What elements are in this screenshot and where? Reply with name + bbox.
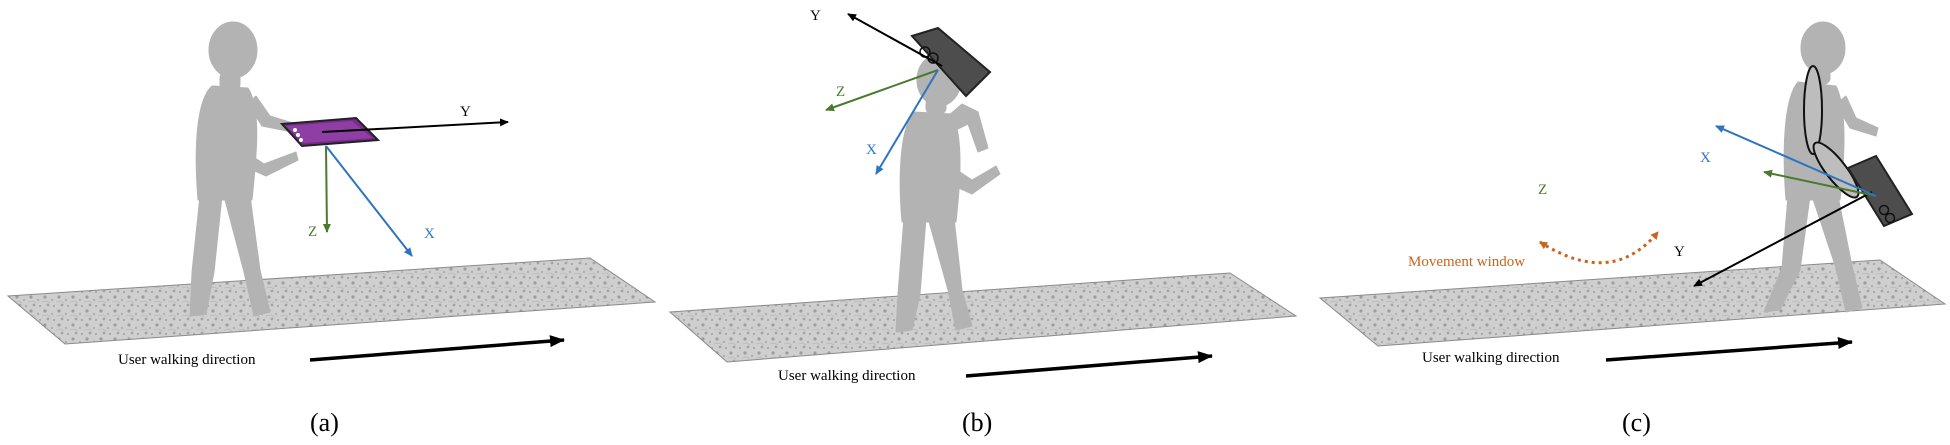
y-axis-arrow-b <box>847 13 943 67</box>
z-axis-arrow-a <box>322 145 331 233</box>
walking-figure-a <box>189 21 299 317</box>
phone-call-figure-b <box>895 53 1001 333</box>
floor-b <box>668 272 1298 363</box>
panel-a: Y Z X User walking direction (a) <box>6 21 657 437</box>
panel-c: Y Z X Movement window User walking direc… <box>1318 21 1947 437</box>
x-axis-label-b: X <box>866 142 877 158</box>
x-axis-arrow-a <box>325 145 413 257</box>
movement-window-arc <box>1539 231 1660 265</box>
walking-label-a: User walking direction <box>118 352 256 368</box>
y-axis-label-c: Y <box>1674 244 1685 260</box>
x-axis-label-c: X <box>1700 150 1711 166</box>
floor-a <box>6 257 657 345</box>
z-axis-label-b: Z <box>836 84 845 100</box>
z-axis-arrow-b <box>825 69 939 112</box>
x-axis-arrow-c <box>1715 125 1877 197</box>
x-axis-label-a: X <box>424 226 435 242</box>
y-axis-label-b: Y <box>810 8 821 24</box>
x-axis-arrow-b <box>875 69 939 175</box>
caption-b: (b) <box>962 408 992 437</box>
z-axis-label-a: Z <box>308 224 317 240</box>
z-axis-label-c: Z <box>1538 182 1547 198</box>
caption-c: (c) <box>1622 408 1651 437</box>
y-axis-arrow-c <box>1693 191 1873 287</box>
walking-label-c: User walking direction <box>1422 350 1560 366</box>
walking-label-b: User walking direction <box>778 368 916 384</box>
walking-direction-arrow-c <box>1605 337 1853 362</box>
y-axis-arrow-a <box>321 118 509 133</box>
phone-c <box>1846 154 1914 228</box>
movement-window-label: Movement window <box>1408 254 1525 270</box>
walking-direction-arrow-b <box>965 351 1213 378</box>
walking-direction-arrow-a <box>309 335 565 362</box>
z-axis-arrow-c <box>1763 169 1877 197</box>
caption-a: (a) <box>310 408 339 437</box>
panel-b: Y Z X User walking direction (b) <box>668 8 1298 437</box>
y-axis-label-a: Y <box>460 104 471 120</box>
